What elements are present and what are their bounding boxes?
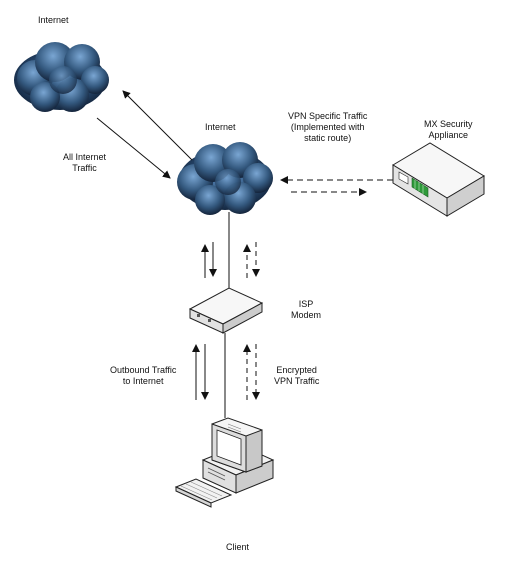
mx-security-appliance-label: MX Security Appliance <box>424 119 473 140</box>
keyboard-icon <box>174 478 233 508</box>
isp-modem-label: ISP Modem <box>291 299 322 320</box>
outbound-traffic-label: Outbound Traffic to Internet <box>110 365 177 386</box>
encrypted-vpn-traffic-label: Encrypted VPN Traffic <box>274 365 320 386</box>
cloud-icon <box>14 42 109 112</box>
arrow-to-internet <box>122 90 193 161</box>
internet-center-label: Internet <box>205 122 236 132</box>
all-internet-traffic-label: All Internet Traffic <box>63 152 107 173</box>
cloud-icon <box>177 142 273 215</box>
security-appliance-icon <box>392 142 485 217</box>
modem-icon <box>188 287 264 334</box>
client-label: Client <box>226 542 250 552</box>
internet-top-label: Internet <box>38 15 69 25</box>
arrow-from-internet <box>96 117 171 179</box>
vpn-specific-traffic-label: VPN Specific Traffic (Implemented with s… <box>288 111 368 143</box>
desktop-computer-icon <box>201 417 275 494</box>
